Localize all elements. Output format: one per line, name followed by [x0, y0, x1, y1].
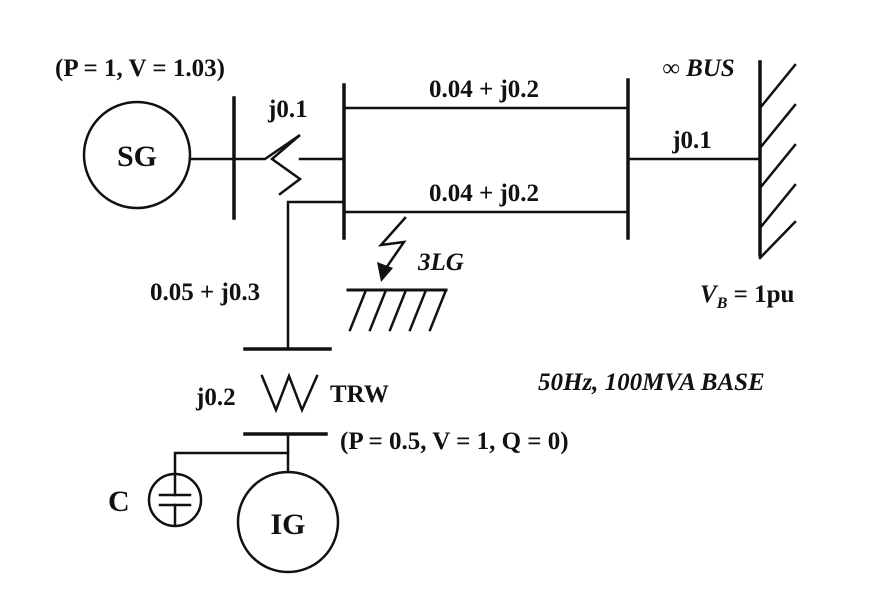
infinite-bus-voltage-label: VB = 1pu: [700, 281, 795, 312]
feeder-label: 0.05 + j0.3: [150, 279, 260, 306]
ig-label: IG: [270, 508, 305, 541]
sg-transformer-label: j0.1: [267, 96, 308, 123]
capacitor-symbol: [147, 472, 203, 528]
sg-spec-label: (P = 1, V = 1.03): [55, 55, 225, 82]
ig-circle: [236, 470, 340, 574]
infinite-bus: [758, 60, 797, 260]
base-label: 50Hz, 100MVA BASE: [538, 369, 765, 396]
capacitor-circle: [147, 472, 203, 528]
line-upper-label: 0.04 + j0.2: [429, 76, 539, 103]
infinite-bus-hatching: [758, 63, 797, 260]
synchronous-generator: SG: [82, 100, 192, 210]
infinite-bus-label: ∞ BUS: [662, 55, 735, 82]
trw-impedance-label: j0.2: [195, 384, 236, 411]
fault-arrowhead: [377, 262, 393, 282]
sg-transformer-winding: [232, 133, 303, 196]
capacitor-label: C: [108, 485, 130, 518]
fault-lightning: [377, 216, 407, 270]
fault-label: 3LG: [417, 249, 464, 276]
ground-hatching: [348, 288, 448, 332]
induction-generator: IG: [236, 470, 340, 574]
ig-spec-label: (P = 0.5, V = 1, Q = 0): [340, 428, 569, 455]
sg-transformer: [232, 133, 346, 196]
capacitor-lead: [173, 451, 290, 476]
trw-winding: [260, 372, 319, 414]
fault-symbol: [346, 216, 448, 332]
sg-label: SG: [117, 140, 157, 173]
trw-label: TRW: [330, 381, 389, 408]
infinite-bus-link-label: j0.1: [671, 127, 712, 154]
sg-circle: [82, 100, 192, 210]
line-lower-label: 0.04 + j0.2: [429, 180, 539, 207]
feeder-line: [286, 200, 346, 351]
